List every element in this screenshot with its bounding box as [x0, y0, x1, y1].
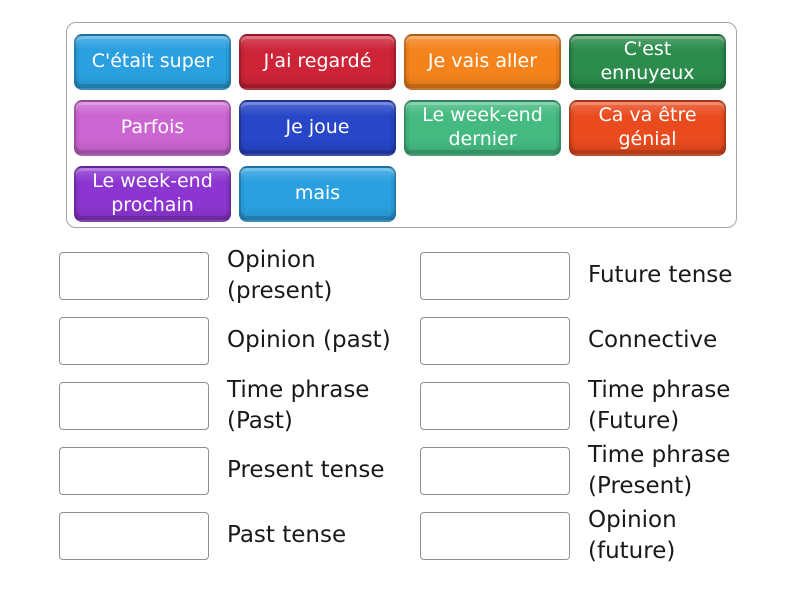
match-row: Past tense	[59, 512, 395, 560]
category-label: Opinion (future)	[588, 506, 677, 564]
match-row: Opinion (present)	[59, 247, 395, 304]
match-row: Time phrase (Past)	[59, 377, 395, 434]
match-column-left: Opinion (present) Opinion (past) Time ph…	[59, 247, 395, 577]
match-row: Time phrase (Future)	[420, 377, 756, 434]
category-label: Opinion (present)	[227, 246, 333, 304]
word-tile[interactable]: Je joue	[239, 100, 396, 156]
word-tile[interactable]: Le week-end dernier	[404, 100, 561, 156]
drop-box[interactable]	[420, 252, 570, 300]
word-tile[interactable]: J'ai regardé	[239, 34, 396, 90]
match-column-right: Future tense Connective Time phrase (Fut…	[420, 252, 756, 577]
category-label: Present tense	[227, 457, 385, 484]
match-row: Time phrase (Present)	[420, 442, 756, 499]
drop-box[interactable]	[59, 317, 209, 365]
drop-box[interactable]	[59, 447, 209, 495]
word-tile[interactable]: Le week-end prochain	[74, 166, 231, 222]
category-label: Connective	[588, 327, 718, 354]
word-tile[interactable]: C'est ennuyeux	[569, 34, 726, 90]
word-tile[interactable]: Ca va être génial	[569, 100, 726, 156]
match-row: Future tense	[420, 252, 756, 300]
drop-box[interactable]	[59, 382, 209, 430]
drop-box[interactable]	[59, 512, 209, 560]
category-label: Time phrase (Past)	[227, 376, 370, 434]
category-label: Future tense	[588, 262, 733, 289]
word-tile[interactable]: mais	[239, 166, 396, 222]
category-label: Opinion (past)	[227, 327, 391, 354]
category-label: Time phrase (Present)	[588, 441, 731, 499]
match-row: Connective	[420, 317, 756, 365]
tile-pool: C'était super J'ai regardé Je vais aller…	[66, 22, 737, 228]
word-tile[interactable]: Parfois	[74, 100, 231, 156]
drop-box[interactable]	[420, 382, 570, 430]
word-tile[interactable]: C'était super	[74, 34, 231, 90]
match-row: Opinion (past)	[59, 317, 395, 365]
drop-box[interactable]	[420, 317, 570, 365]
drop-box[interactable]	[59, 252, 209, 300]
word-tile[interactable]: Je vais aller	[404, 34, 561, 90]
drop-box[interactable]	[420, 447, 570, 495]
drop-box[interactable]	[420, 512, 570, 560]
category-label: Time phrase (Future)	[588, 376, 731, 434]
match-row: Opinion (future)	[420, 507, 756, 564]
match-row: Present tense	[59, 447, 395, 495]
category-label: Past tense	[227, 522, 347, 549]
